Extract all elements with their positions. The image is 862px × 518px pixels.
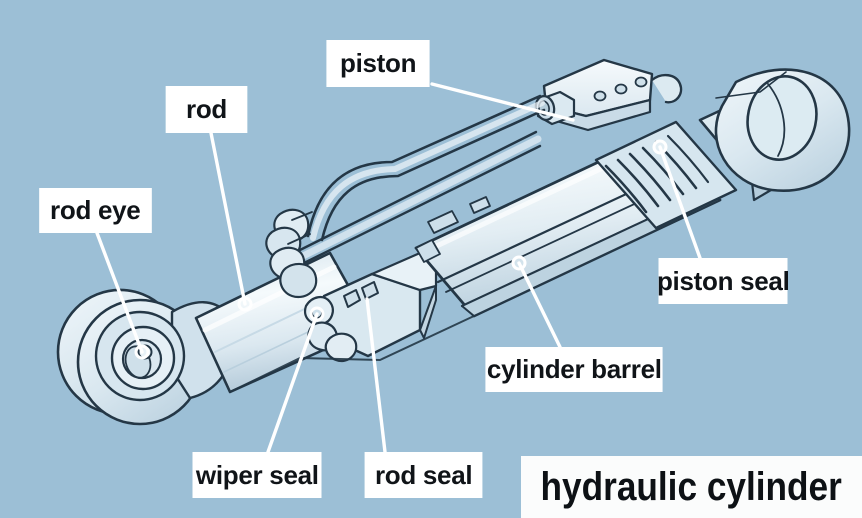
- leader-line-wiper-seal: [266, 312, 319, 454]
- rear-eye-mount-part: [698, 68, 851, 202]
- hydraulic-tubes-part: [265, 94, 546, 299]
- leader-line-rod-eye: [95, 231, 144, 354]
- leader-line-rod-seal: [365, 297, 387, 454]
- callout-label-wiper-seal: wiper seal: [192, 452, 322, 498]
- callout-label-cylinder-barrel: cylinder barrel: [485, 347, 663, 392]
- leader-line-rod: [209, 131, 247, 306]
- callout-label-rod: rod: [165, 86, 248, 133]
- callout-endpoint-markers: [134, 139, 668, 360]
- leader-endpoint-rod: [237, 296, 253, 312]
- leader-endpoint-cylinder-barrel: [511, 255, 527, 271]
- cylinder-head-gland-part: [304, 244, 438, 363]
- leader-endpoint-piston-seal: [652, 139, 668, 155]
- callout-label-rod-seal: rod seal: [364, 452, 483, 498]
- diagram-title-text: hydraulic cylinder: [540, 464, 843, 509]
- callout-label-rod-eye: rod eye: [39, 188, 152, 233]
- callout-label-text-rod: rod: [185, 94, 227, 124]
- port-block-part: [534, 58, 683, 132]
- leader-line-piston: [430, 82, 575, 122]
- leader-line-cylinder-barrel: [517, 261, 562, 349]
- leader-endpoint-rod-eye: [134, 344, 150, 360]
- callout-label-text-cylinder-barrel: cylinder barrel: [486, 354, 662, 384]
- callout-label-text-rod-seal: rod seal: [374, 459, 473, 490]
- callout-label-text-rod-eye: rod eye: [50, 195, 141, 225]
- leader-line-piston-seal: [658, 145, 702, 260]
- callout-label-piston-seal: piston seal: [656, 258, 790, 304]
- callout-label-text-piston-seal: piston seal: [656, 265, 790, 296]
- callout-label-text-piston: piston: [339, 48, 417, 78]
- callout-leader-lines: [95, 82, 702, 454]
- leader-endpoint-wiper-seal: [309, 306, 325, 322]
- callout-label-text-wiper-seal: wiper seal: [195, 459, 319, 490]
- diagram-title: hydraulic cylinder: [521, 456, 862, 518]
- callout-label-piston: piston: [326, 40, 430, 87]
